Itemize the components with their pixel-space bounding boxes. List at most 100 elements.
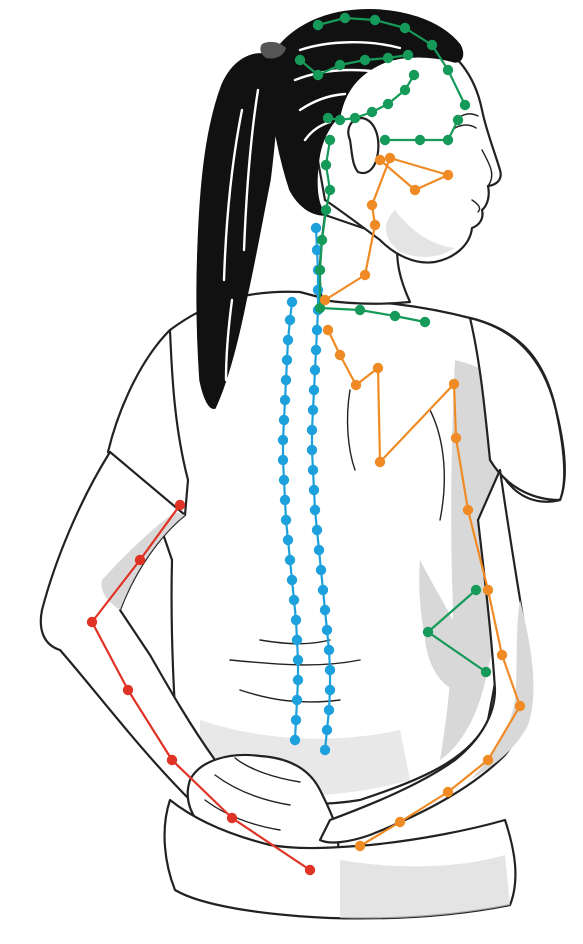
marker-blue-left-7 — [278, 435, 288, 445]
marker-orange-face-7 — [320, 295, 330, 305]
marker-orange-back-5 — [449, 379, 459, 389]
marker-green-head-3 — [400, 23, 410, 33]
marker-green-neck-1 — [321, 160, 331, 170]
marker-blue-left-19 — [293, 675, 303, 685]
marker-orange-back-3 — [373, 363, 383, 373]
marker-blue-left-16 — [291, 615, 301, 625]
marker-green-crown-3 — [367, 107, 377, 117]
marker-blue-right-16 — [314, 545, 324, 555]
marker-green-side-1 — [423, 627, 433, 637]
marker-orange-face-0 — [375, 155, 385, 165]
marker-orange-back-11 — [483, 755, 493, 765]
marker-blue-left-3 — [282, 355, 292, 365]
marker-blue-left-2 — [283, 335, 293, 345]
marker-orange-back-2 — [351, 380, 361, 390]
marker-blue-right-15 — [312, 525, 322, 535]
marker-green-head-4 — [427, 40, 437, 50]
marker-blue-right-8 — [309, 385, 319, 395]
marker-green-crown-4 — [383, 99, 393, 109]
marker-blue-right-17 — [316, 565, 326, 575]
marker-green-neck-8 — [390, 311, 400, 321]
marker-blue-left-12 — [283, 535, 293, 545]
marker-red-arm-0 — [175, 500, 185, 510]
marker-green-face-0 — [380, 135, 390, 145]
marker-blue-left-20 — [292, 695, 302, 705]
marker-green-side-0 — [471, 585, 481, 595]
marker-blue-left-11 — [281, 515, 291, 525]
marker-green-neck-2 — [325, 185, 335, 195]
marker-green-crown-5 — [400, 85, 410, 95]
marker-blue-left-13 — [285, 555, 295, 565]
marker-blue-right-6 — [311, 345, 321, 355]
marker-orange-face-5 — [370, 220, 380, 230]
marker-orange-back-12 — [443, 787, 453, 797]
marker-red-arm-5 — [227, 813, 237, 823]
marker-blue-left-17 — [292, 635, 302, 645]
marker-green-neck-9 — [420, 317, 430, 327]
marker-green-scalp-5 — [403, 50, 413, 60]
marker-green-head-6 — [460, 100, 470, 110]
marker-blue-right-26 — [320, 745, 330, 755]
marker-orange-face-4 — [367, 200, 377, 210]
marker-green-scalp-0 — [295, 55, 305, 65]
marker-blue-left-14 — [287, 575, 297, 585]
marker-green-head-1 — [340, 13, 350, 23]
marker-blue-left-6 — [279, 415, 289, 425]
marker-green-neck-5 — [315, 265, 325, 275]
marker-red-arm-2 — [87, 617, 97, 627]
marker-blue-right-25 — [322, 725, 332, 735]
marker-green-face-1 — [415, 135, 425, 145]
marker-blue-right-12 — [308, 465, 318, 475]
marker-blue-left-21 — [291, 715, 301, 725]
marker-orange-back-13 — [395, 817, 405, 827]
marker-blue-right-9 — [308, 405, 318, 415]
marker-green-scalp-2 — [335, 60, 345, 70]
marker-orange-back-4 — [375, 457, 385, 467]
marker-blue-right-7 — [310, 365, 320, 375]
marker-blue-left-9 — [279, 475, 289, 485]
marker-green-neck-3 — [321, 205, 331, 215]
marker-green-scalp-3 — [360, 55, 370, 65]
marker-orange-back-10 — [515, 701, 525, 711]
marker-blue-left-10 — [280, 495, 290, 505]
marker-red-arm-3 — [123, 685, 133, 695]
marker-orange-face-2 — [443, 170, 453, 180]
marker-red-arm-1 — [135, 555, 145, 565]
marker-blue-right-13 — [309, 485, 319, 495]
marker-orange-face-6 — [360, 270, 370, 280]
marker-orange-back-0 — [323, 325, 333, 335]
marker-blue-right-14 — [310, 505, 320, 515]
marker-blue-left-15 — [289, 595, 299, 605]
marker-orange-face-1 — [410, 185, 420, 195]
marker-green-neck-0 — [325, 135, 335, 145]
marker-blue-left-18 — [293, 655, 303, 665]
marker-green-crown-2 — [350, 113, 360, 123]
marker-blue-right-20 — [322, 625, 332, 635]
marker-green-crown-0 — [323, 113, 333, 123]
marker-blue-right-11 — [307, 445, 317, 455]
marker-blue-right-24 — [324, 705, 334, 715]
marker-green-head-2 — [370, 15, 380, 25]
marker-orange-back-9 — [497, 650, 507, 660]
marker-blue-left-8 — [278, 455, 288, 465]
marker-blue-left-22 — [290, 735, 300, 745]
marker-orange-face-3 — [385, 153, 395, 163]
marker-red-arm-4 — [167, 755, 177, 765]
marker-green-side-2 — [481, 667, 491, 677]
marker-blue-left-5 — [280, 395, 290, 405]
marker-blue-right-19 — [320, 605, 330, 615]
marker-red-arm-6 — [305, 865, 315, 875]
marker-orange-back-8 — [483, 585, 493, 595]
marker-orange-back-14 — [355, 841, 365, 851]
marker-green-neck-4 — [317, 235, 327, 245]
marker-blue-left-1 — [285, 315, 295, 325]
marker-green-head-5 — [443, 65, 453, 75]
marker-green-crown-1 — [335, 115, 345, 125]
marker-orange-back-7 — [463, 505, 473, 515]
marker-blue-right-18 — [318, 585, 328, 595]
marker-green-face-2 — [443, 135, 453, 145]
body-outline — [41, 292, 565, 919]
marker-blue-right-3 — [313, 285, 323, 295]
